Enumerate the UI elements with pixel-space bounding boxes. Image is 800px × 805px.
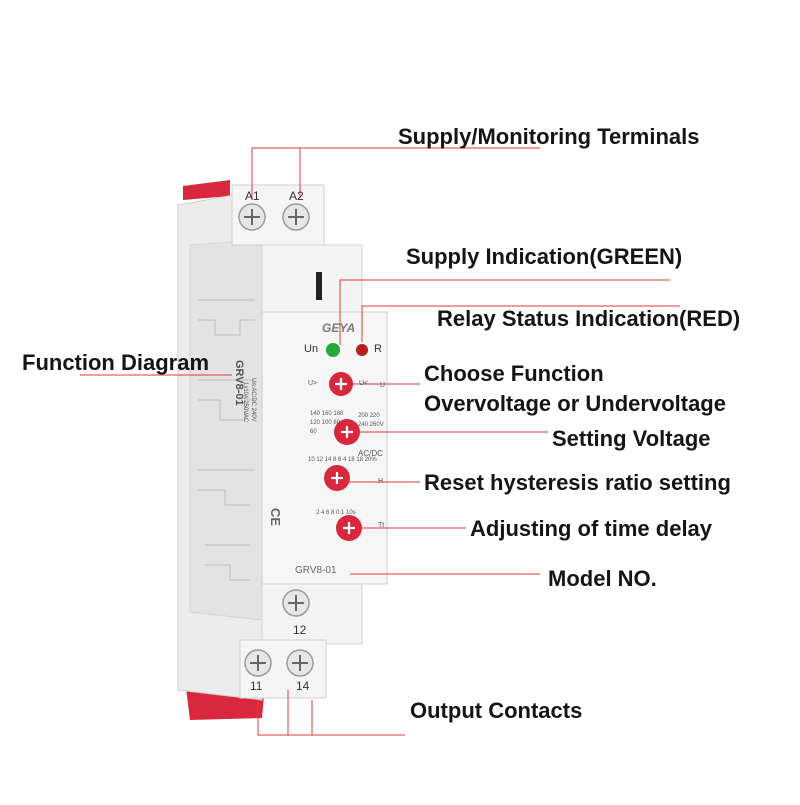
led-green [326, 343, 340, 357]
screw [286, 649, 314, 677]
dial4-side-label: Tt [378, 522, 385, 529]
label-model-no: Model NO. [548, 566, 657, 591]
label-setting-voltage: Setting Voltage [552, 426, 711, 451]
dial4-scale: 2 4 6 8 0.1 10s [316, 510, 356, 516]
label-reset-hysteresis: Reset hysteresis ratio setting [424, 470, 731, 495]
side-panel-inner [189, 239, 263, 621]
led-red [356, 344, 368, 356]
terminal-a1-label: A1 [245, 189, 260, 203]
label-relay-status-indication: Relay Status Indication(RED) [437, 306, 741, 331]
terminal-14-label: 14 [296, 679, 310, 693]
front-model-number: GRV8-01 [295, 565, 337, 576]
dial1-right-label: U< [359, 380, 369, 387]
dial2-unit: AC/DC [358, 449, 383, 458]
label-choose-function: Choose Function [424, 361, 604, 386]
screw [282, 589, 310, 617]
top-latch [183, 180, 230, 200]
leader-line [339, 279, 670, 345]
knob [334, 419, 360, 445]
screw [238, 203, 266, 231]
label-supply-indication: Supply Indication(GREEN) [406, 244, 683, 269]
knob [329, 372, 353, 396]
brand-logo: GEYA [322, 321, 356, 335]
terminal-12-label: 12 [293, 623, 307, 637]
dial3-side-label: H [378, 478, 384, 485]
screw [282, 203, 310, 231]
ce-mark: CE [268, 508, 283, 527]
label-overvoltage-undervoltage: Overvoltage or Undervoltage [424, 391, 726, 416]
led-un-label: Un [304, 343, 319, 355]
label-function-diagram: Function Diagram [22, 350, 210, 375]
knob [336, 515, 362, 541]
terminal-11-label: 11 [250, 679, 263, 693]
function-diagram-traces [198, 299, 255, 581]
label-output-contacts: Output Contacts [410, 698, 583, 723]
screw [244, 649, 272, 677]
terminal-a2-label: A2 [289, 189, 304, 203]
dial2-scale-left: 140 160 180 120 100 80 60 [310, 411, 344, 435]
dial1-side-label: U [380, 382, 386, 389]
dial1-left-label: U> [308, 380, 318, 387]
label-adjusting-time-delay: Adjusting of time delay [470, 516, 713, 541]
side-rating-2: 1x10A 250VAC [242, 382, 248, 423]
lower-neck [261, 583, 363, 645]
dial3-scale: 10 12 14 8 6 4 16 18 20% [308, 457, 377, 463]
leader-line [251, 147, 540, 198]
label-supply-monitoring-terminals: Supply/Monitoring Terminals [398, 124, 700, 149]
leader-line [257, 700, 405, 736]
led-r-label: R [374, 343, 382, 355]
leader-line [361, 305, 680, 342]
neck-slot [316, 272, 322, 300]
side-rating-1: Un:AC/DC 240V [250, 378, 256, 422]
front-panel [261, 311, 388, 585]
dial2-scale-right: 200 220 240 260V [358, 413, 384, 428]
knob [324, 465, 350, 491]
